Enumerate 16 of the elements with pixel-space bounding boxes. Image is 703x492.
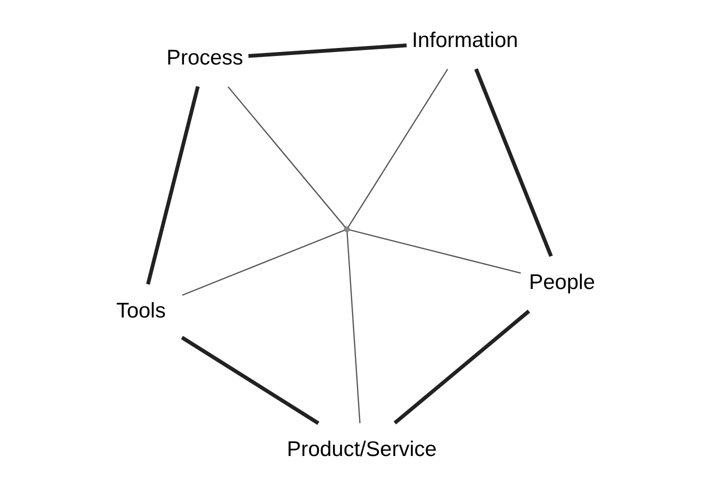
connector [348, 68, 448, 228]
node-point [344, 226, 350, 232]
connector [474, 68, 553, 257]
connector [182, 230, 345, 296]
node-text: Tools [116, 299, 166, 322]
node-text: Product/Service [286, 438, 437, 462]
node-text: Information [412, 29, 518, 52]
connector [248, 43, 407, 58]
connector [181, 336, 320, 425]
node-text: People [528, 271, 596, 294]
connector [228, 86, 346, 228]
connector [349, 229, 521, 274]
connector [146, 86, 200, 285]
connector [346, 232, 361, 424]
connector [394, 310, 530, 424]
node-text: Process [166, 46, 244, 70]
